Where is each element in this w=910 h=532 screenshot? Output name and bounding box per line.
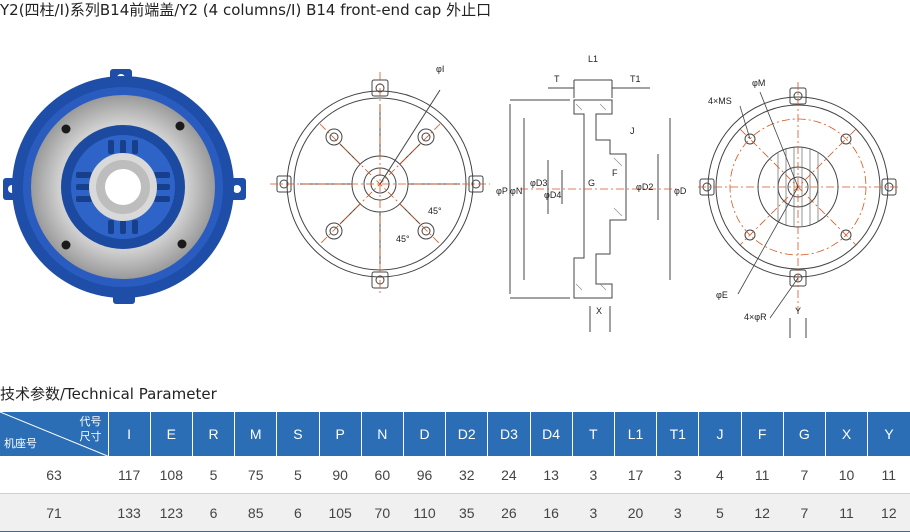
value-cell: 60 xyxy=(361,456,404,494)
value-cell: 32 xyxy=(445,456,488,494)
corner-diagonal xyxy=(0,412,108,456)
value-cell: 123 xyxy=(150,493,193,532)
value-cell: 13 xyxy=(530,456,573,494)
column-header: D3 xyxy=(487,412,531,456)
value-cell: 5 xyxy=(192,456,235,494)
value-cell: 108 xyxy=(150,456,193,494)
column-header: R xyxy=(192,412,236,456)
value-cell: 26 xyxy=(487,493,531,532)
section-label-phi-d3: φD3 xyxy=(530,178,547,188)
value-cell: 4 xyxy=(698,456,742,494)
section-label-g: G xyxy=(588,178,595,188)
section-title: 技术参数/Technical Parameter xyxy=(0,385,217,403)
value-cell: 12 xyxy=(867,493,910,532)
column-header: G xyxy=(783,412,826,456)
technical-parameter-table: 代号 尺寸 机座号 I E R M S P N D D2 D3 D4 T L1 … xyxy=(0,412,910,532)
column-header: D2 xyxy=(445,412,489,456)
value-cell: 5 xyxy=(276,456,320,494)
value-cell: 20 xyxy=(614,493,657,532)
front-label-phi-i: φI xyxy=(436,64,444,74)
value-cell: 6 xyxy=(192,493,235,532)
front-label-angle-a: 45° xyxy=(428,206,442,216)
column-header: J xyxy=(698,412,742,456)
front-label-angle-b: 45° xyxy=(396,234,410,244)
column-header: M xyxy=(234,412,278,456)
column-header: P xyxy=(319,412,362,456)
section-view-drawing xyxy=(509,79,671,332)
end-cap-photo xyxy=(3,69,246,304)
column-header: T1 xyxy=(656,412,700,456)
frame-cell: 71 xyxy=(0,493,108,532)
table-row: 63 117 108 5 75 5 90 60 96 32 24 13 3 17… xyxy=(0,456,910,494)
value-cell: 35 xyxy=(445,493,488,532)
value-cell: 96 xyxy=(403,456,446,494)
column-header: T xyxy=(572,412,615,456)
corner-frame-label: 机座号 xyxy=(4,438,37,450)
table-header-row: 代号 尺寸 机座号 I E R M S P N D D2 D3 D4 T L1 … xyxy=(0,412,910,456)
column-header: D4 xyxy=(530,412,573,456)
column-header: I xyxy=(108,412,151,456)
value-cell: 6 xyxy=(276,493,320,532)
section-label-phi-n: φN xyxy=(510,186,522,196)
value-cell: 12 xyxy=(741,493,784,532)
corner-code-label: 代号 xyxy=(79,416,102,428)
page-title: Y2(四柱/Ⅰ)系列B14前端盖/Y2 (4 columns/I) B14 fr… xyxy=(0,1,492,19)
value-cell: 110 xyxy=(403,493,446,532)
column-header: N xyxy=(361,412,404,456)
table-corner-cell: 代号 尺寸 机座号 xyxy=(0,412,109,456)
value-cell: 24 xyxy=(487,456,531,494)
rear-label-phi-r: 4×φR xyxy=(744,312,767,322)
value-cell: 3 xyxy=(572,456,615,494)
column-header: D xyxy=(403,412,447,456)
rear-label-phi-e: φE xyxy=(716,290,728,300)
column-header: L1 xyxy=(614,412,658,456)
value-cell: 3 xyxy=(656,493,699,532)
section-label-phi-d2: φD2 xyxy=(636,182,653,192)
value-cell: 90 xyxy=(319,456,362,494)
column-header: S xyxy=(276,412,320,456)
value-cell: 5 xyxy=(698,493,742,532)
section-label-t1: T1 xyxy=(630,74,641,84)
value-cell: 11 xyxy=(825,493,868,532)
section-label-l1: L1 xyxy=(588,54,598,64)
value-cell: 7 xyxy=(783,493,826,532)
column-header: Y xyxy=(867,412,910,456)
rear-label-ms: 4×MS xyxy=(708,96,732,106)
column-header: X xyxy=(825,412,869,456)
section-label-phi-d4: φD4 xyxy=(544,190,561,200)
frame-cell: 63 xyxy=(0,456,108,494)
section-label-j: J xyxy=(630,126,635,136)
section-label-t: T xyxy=(554,74,560,84)
table-row: 71 133 123 6 85 6 105 70 110 35 26 16 3 … xyxy=(0,493,910,532)
value-cell: 17 xyxy=(614,456,657,494)
section-label-phi-d: φD xyxy=(674,186,687,196)
value-cell: 117 xyxy=(108,456,151,494)
value-cell: 70 xyxy=(361,493,404,532)
section-label-phi-p: φP xyxy=(496,186,508,196)
technical-drawing-area: φI 45° 45° L1 T T1 J F G xyxy=(3,54,900,338)
value-cell: 10 xyxy=(825,456,868,494)
value-cell: 11 xyxy=(867,456,910,494)
section-label-f: F xyxy=(612,168,618,178)
section-label-x: X xyxy=(596,306,602,316)
value-cell: 11 xyxy=(741,456,784,494)
rear-label-phi-m: φM xyxy=(752,78,765,88)
value-cell: 75 xyxy=(234,456,277,494)
value-cell: 16 xyxy=(530,493,573,532)
value-cell: 3 xyxy=(656,456,699,494)
value-cell: 3 xyxy=(572,493,615,532)
value-cell: 85 xyxy=(234,493,277,532)
rear-label-y: Y xyxy=(795,306,801,316)
value-cell: 133 xyxy=(108,493,151,532)
front-view-drawing xyxy=(270,72,490,296)
column-header: F xyxy=(741,412,784,456)
corner-size-label: 尺寸 xyxy=(79,431,102,443)
value-cell: 105 xyxy=(319,493,362,532)
value-cell: 7 xyxy=(783,456,826,494)
column-header: E xyxy=(150,412,193,456)
